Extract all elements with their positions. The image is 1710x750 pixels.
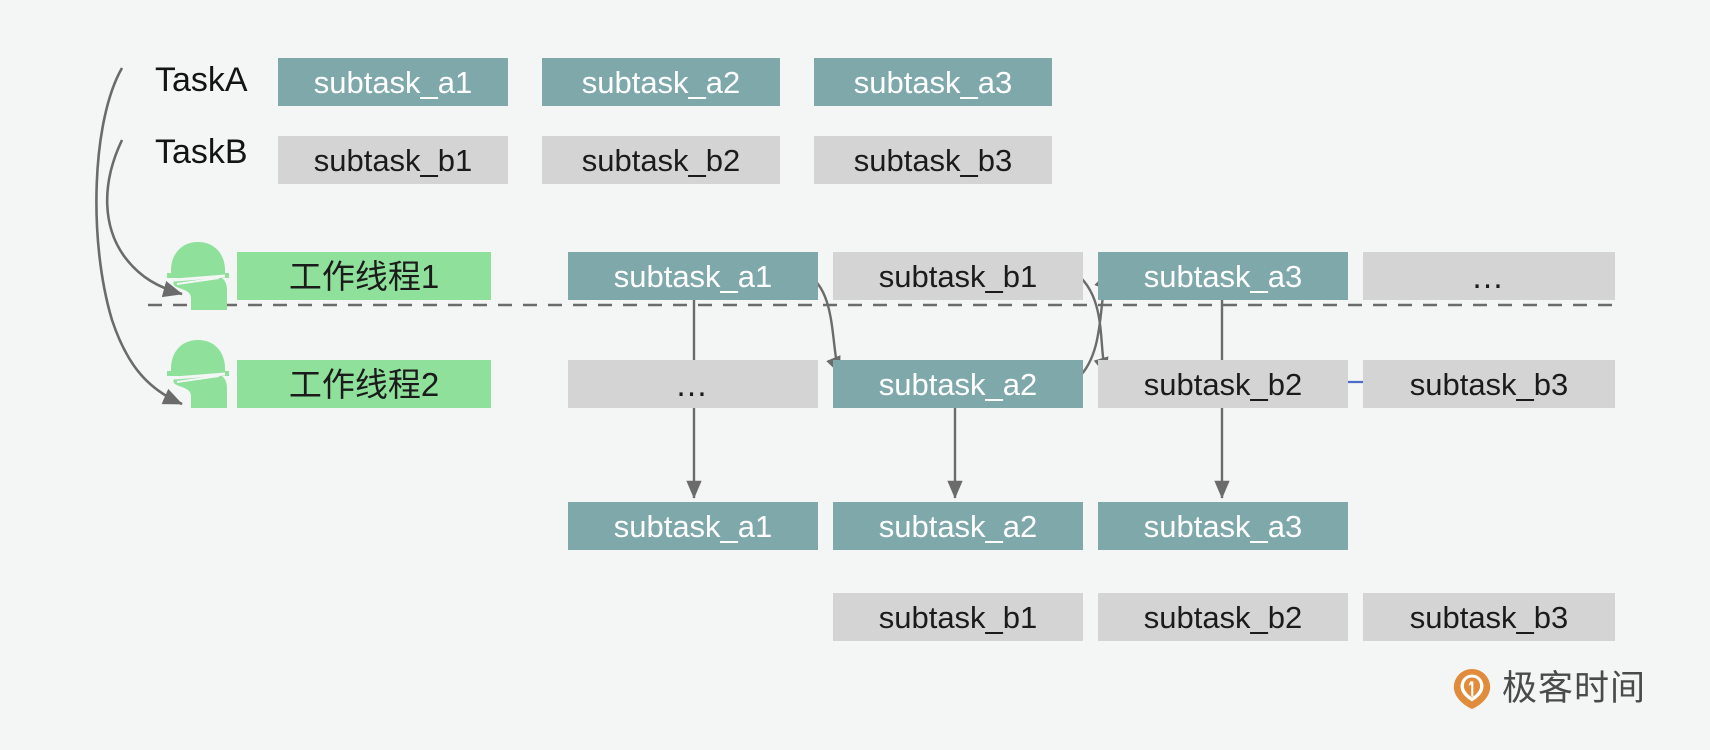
queue-a-item-2[interactable]: subtask_a2 <box>542 58 780 106</box>
worker-helmet-head-icon-1 <box>163 240 233 317</box>
completed-b-item-2[interactable]: subtask_b2 <box>1098 593 1348 641</box>
thread1-slot-3[interactable]: subtask_a3 <box>1098 252 1348 300</box>
geektime-logo: 极客时间 <box>1452 668 1646 710</box>
completed-a-item-2[interactable]: subtask_a2 <box>833 502 1083 550</box>
completed-a-item-1[interactable]: subtask_a1 <box>568 502 818 550</box>
thread1-slot-4[interactable]: … <box>1363 252 1615 300</box>
thread-label-2[interactable]: 工作线程2 <box>237 360 491 408</box>
thread2-slot-4[interactable]: subtask_b3 <box>1363 360 1615 408</box>
geektime-logo-icon <box>1453 668 1491 710</box>
worker-helmet-head-icon-2 <box>163 338 233 415</box>
completed-b-item-1[interactable]: subtask_b1 <box>833 593 1083 641</box>
queue-b-item-1[interactable]: subtask_b1 <box>278 136 508 184</box>
completed-a-item-3[interactable]: subtask_a3 <box>1098 502 1348 550</box>
task-label-a: TaskA <box>155 61 248 99</box>
thread1-slot-2[interactable]: subtask_b1 <box>833 252 1083 300</box>
thread2-slot-1[interactable]: … <box>568 360 818 408</box>
queue-b-item-3[interactable]: subtask_b3 <box>814 136 1052 184</box>
thread-label-1[interactable]: 工作线程1 <box>237 252 491 300</box>
thread2-slot-2[interactable]: subtask_a2 <box>833 360 1083 408</box>
queue-a-item-3[interactable]: subtask_a3 <box>814 58 1052 106</box>
thread1-slot-1[interactable]: subtask_a1 <box>568 252 818 300</box>
queue-b-item-2[interactable]: subtask_b2 <box>542 136 780 184</box>
queue-a-item-1[interactable]: subtask_a1 <box>278 58 508 106</box>
geektime-logo-text: 极客时间 <box>1502 668 1647 709</box>
completed-b-item-3[interactable]: subtask_b3 <box>1363 593 1615 641</box>
task-label-b: TaskB <box>155 133 248 171</box>
thread2-slot-3[interactable]: subtask_b2 <box>1098 360 1348 408</box>
